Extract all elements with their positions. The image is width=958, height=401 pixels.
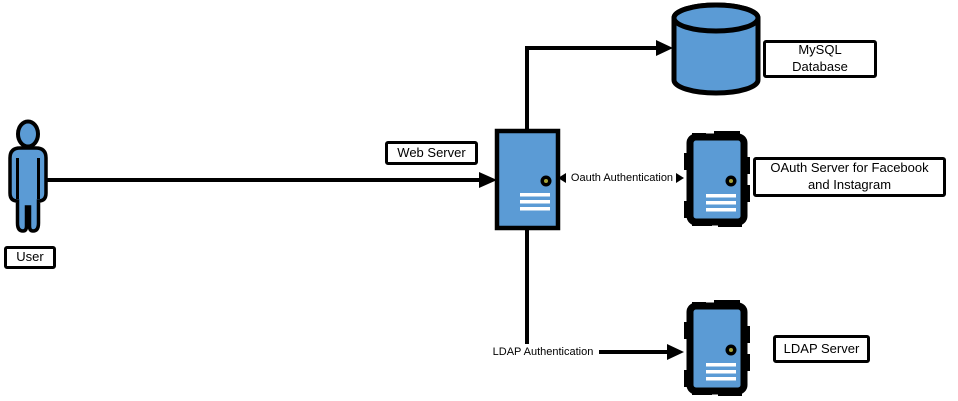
oauth-label-line2: and Instagram	[807, 177, 892, 192]
ldap-connector-label: LDAP Authentication	[492, 346, 594, 358]
user-icon	[8, 119, 48, 233]
ldap-server-icon	[684, 300, 750, 396]
ldap-server-label: LDAP Server	[773, 335, 870, 363]
mysql-label-line1: MySQL	[798, 42, 842, 58]
web-server-icon	[494, 128, 561, 231]
webserver-to-oauth-connector	[558, 173, 684, 183]
oauth-right-arrowhead-icon	[676, 173, 684, 183]
oauth-connector-label: Oauth Authentication	[570, 172, 674, 184]
web-server-label: Web Server	[385, 141, 478, 165]
webserver-to-ldap-arrow	[525, 228, 684, 360]
oauth-server-label: OAuth Server for Facebook and Instagram	[753, 157, 946, 197]
oauth-label-line1: OAuth Server for Facebook	[770, 160, 929, 176]
mysql-database-label: MySQL Database	[763, 40, 877, 78]
mysql-database-icon	[671, 2, 761, 96]
oauth-left-arrowhead-icon	[558, 173, 566, 183]
webserver-to-mysql-arrow	[525, 40, 673, 131]
server-vent-lines	[520, 193, 550, 211]
user-label: User	[4, 246, 56, 269]
user-label-text: User	[16, 249, 44, 265]
mysql-label-line2: Database	[792, 59, 848, 74]
web-server-label-text: Web Server	[397, 144, 466, 160]
user-to-webserver-arrow	[45, 172, 497, 188]
ldap-label-text: LDAP Server	[783, 340, 860, 356]
oauth-server-icon	[684, 131, 750, 227]
